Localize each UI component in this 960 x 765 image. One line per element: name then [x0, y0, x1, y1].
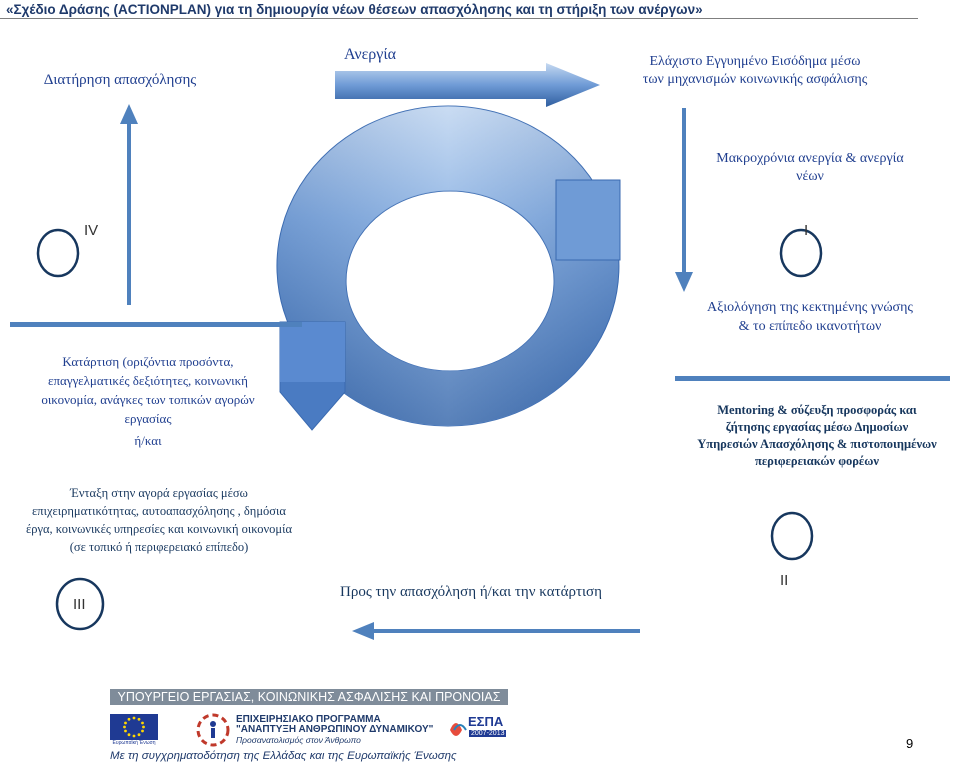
page-title: «Σχέδιο Δράσης (ACTIONPLAN) για τη δημιο… [6, 2, 703, 17]
label-unemployment: Ανεργία [343, 46, 397, 63]
label-mentoring-line1: Mentoring & σύζευξη προσφοράς και [717, 403, 917, 417]
label-long-term-unemployment: Μακροχρόνια ανεργία & ανεργία νέων [690, 150, 930, 186]
page-number: 9 [906, 736, 914, 751]
label-long-term-unemployment-line1: Μακροχρόνια ανεργία & ανεργία [716, 151, 904, 166]
label-integration-line3: έργα, κοινωνικές υπηρεσίες και κοινωνική… [25, 522, 293, 536]
label-and-or: ή/και [134, 433, 162, 448]
center-right-block-arrow [555, 179, 621, 261]
label-minimum-income-line1: Ελάχιστο Εγγυημένο Εισόδημα μέσω [649, 54, 861, 69]
program-line3: Προσανατολισμός στον Άνθρωπο [236, 735, 361, 745]
down-arrow-right [675, 108, 693, 292]
label-keep-employment: Διατήρηση απασχόλησης [43, 72, 197, 88]
label-mentoring: Mentoring & σύζευξη προσφοράς και ζήτηση… [682, 402, 952, 470]
label-long-term-unemployment-line2: νέων [796, 169, 824, 184]
label-towards-employment: Προς την απασχόληση ή/και την κατάρτιση [340, 584, 602, 600]
left-divider-bar [10, 322, 302, 327]
program-line2: "ΑΝΑΠΤΥΞΗ ΑΝΘΡΩΠΙΝΟΥ ΔΥΝΑΜΙΚΟΥ" [236, 724, 434, 735]
right-divider-bar [675, 376, 950, 381]
label-minimum-income-line2: των μηχανισμών κοινωνικής ασφάλισης [642, 72, 868, 87]
program-emblem-icon [195, 712, 231, 748]
circle-iv [36, 228, 80, 278]
eu-caption: Ευρωπαϊκή Ένωση [112, 740, 156, 746]
roman-ii: II [780, 572, 789, 589]
label-integration-line4: (σε τοπικό ή περιφερειακό επίπεδο) [69, 540, 249, 554]
center-left-block-arrow [279, 321, 346, 431]
circle-iii [55, 577, 105, 631]
label-training: Κατάρτιση (οριζόντια προσόντα, επαγγελμα… [8, 352, 288, 428]
circle-i [779, 228, 823, 278]
label-mentoring-line4: περιφερειακών φορέων [754, 454, 879, 468]
eu-flag-logo: Ευρωπαϊκή Ένωση [110, 714, 158, 746]
cofunding-caption: Με τη συγχρηματοδότηση της Ελλάδας και τ… [110, 750, 457, 762]
program-line1: ΕΠΙΧΕΙΡΗΣΙΑΚΟ ΠΡΟΓΡΑΜΜΑ [236, 714, 381, 725]
roman-iii: III [73, 596, 86, 613]
bottom-left-arrow [352, 622, 640, 640]
top-right-arrow [335, 63, 600, 107]
label-skills-assessment-line1: Αξιολόγηση της κεκτημένης γνώσης [707, 300, 913, 315]
espa-icon [450, 723, 467, 736]
label-mentoring-line3: Υπηρεσιών Απασχόλησης & πιστοποιημένων [697, 437, 937, 451]
header-rule [0, 18, 918, 19]
espa-logo: ΕΣΠΑ 2007-2013 [448, 712, 510, 748]
label-integration-line1: Ένταξη στην αγορά εργασίας μέσω [70, 486, 248, 500]
center-cycle-ring [276, 105, 620, 427]
label-skills-assessment: Αξιολόγηση της κεκτημένης γνώσης & το επ… [680, 298, 940, 336]
label-minimum-income: Ελάχιστο Εγγυημένο Εισόδημα μέσω των μηχ… [590, 53, 920, 89]
espa-years: 2007-2013 [469, 730, 507, 737]
label-training-line3: οικονομία, ανάγκες των τοπικών αγορών [41, 392, 255, 407]
up-arrow-left [120, 104, 138, 305]
label-labour-market-integration: Ένταξη στην αγορά εργασίας μέσω επιχειρη… [0, 484, 318, 556]
label-training-line1: Κατάρτιση (οριζόντια προσόντα, [62, 354, 234, 369]
circle-ii [770, 511, 814, 561]
label-mentoring-line2: ζήτησης εργασίας μέσω Δημοσίων [725, 420, 909, 434]
label-training-line4: εργασίας [124, 411, 172, 426]
eu-flag-icon [110, 714, 158, 740]
label-skills-assessment-line2: & το επίπεδο ικανοτήτων [738, 319, 882, 334]
roman-iv: IV [84, 222, 99, 239]
ministry-banner: ΥΠΟΥΡΓΕΙΟ ΕΡΓΑΣΙΑΣ, ΚΟΙΝΩΝΙΚΗΣ ΑΣΦΑΛΙΣΗΣ… [110, 689, 508, 705]
label-training-line2: επαγγελματικές δεξιότητες, κοινωνική [48, 373, 248, 388]
roman-i: I [804, 222, 809, 239]
espa-label: ΕΣΠΑ [468, 714, 504, 729]
label-integration-line2: επιχειρηματικότητας, αυτοαπασχόλησης , δ… [32, 504, 286, 518]
program-text: ΕΠΙΧΕΙΡΗΣΙΑΚΟ ΠΡΟΓΡΑΜΜΑ "ΑΝΑΠΤΥΞΗ ΑΝΘΡΩΠ… [236, 714, 434, 746]
